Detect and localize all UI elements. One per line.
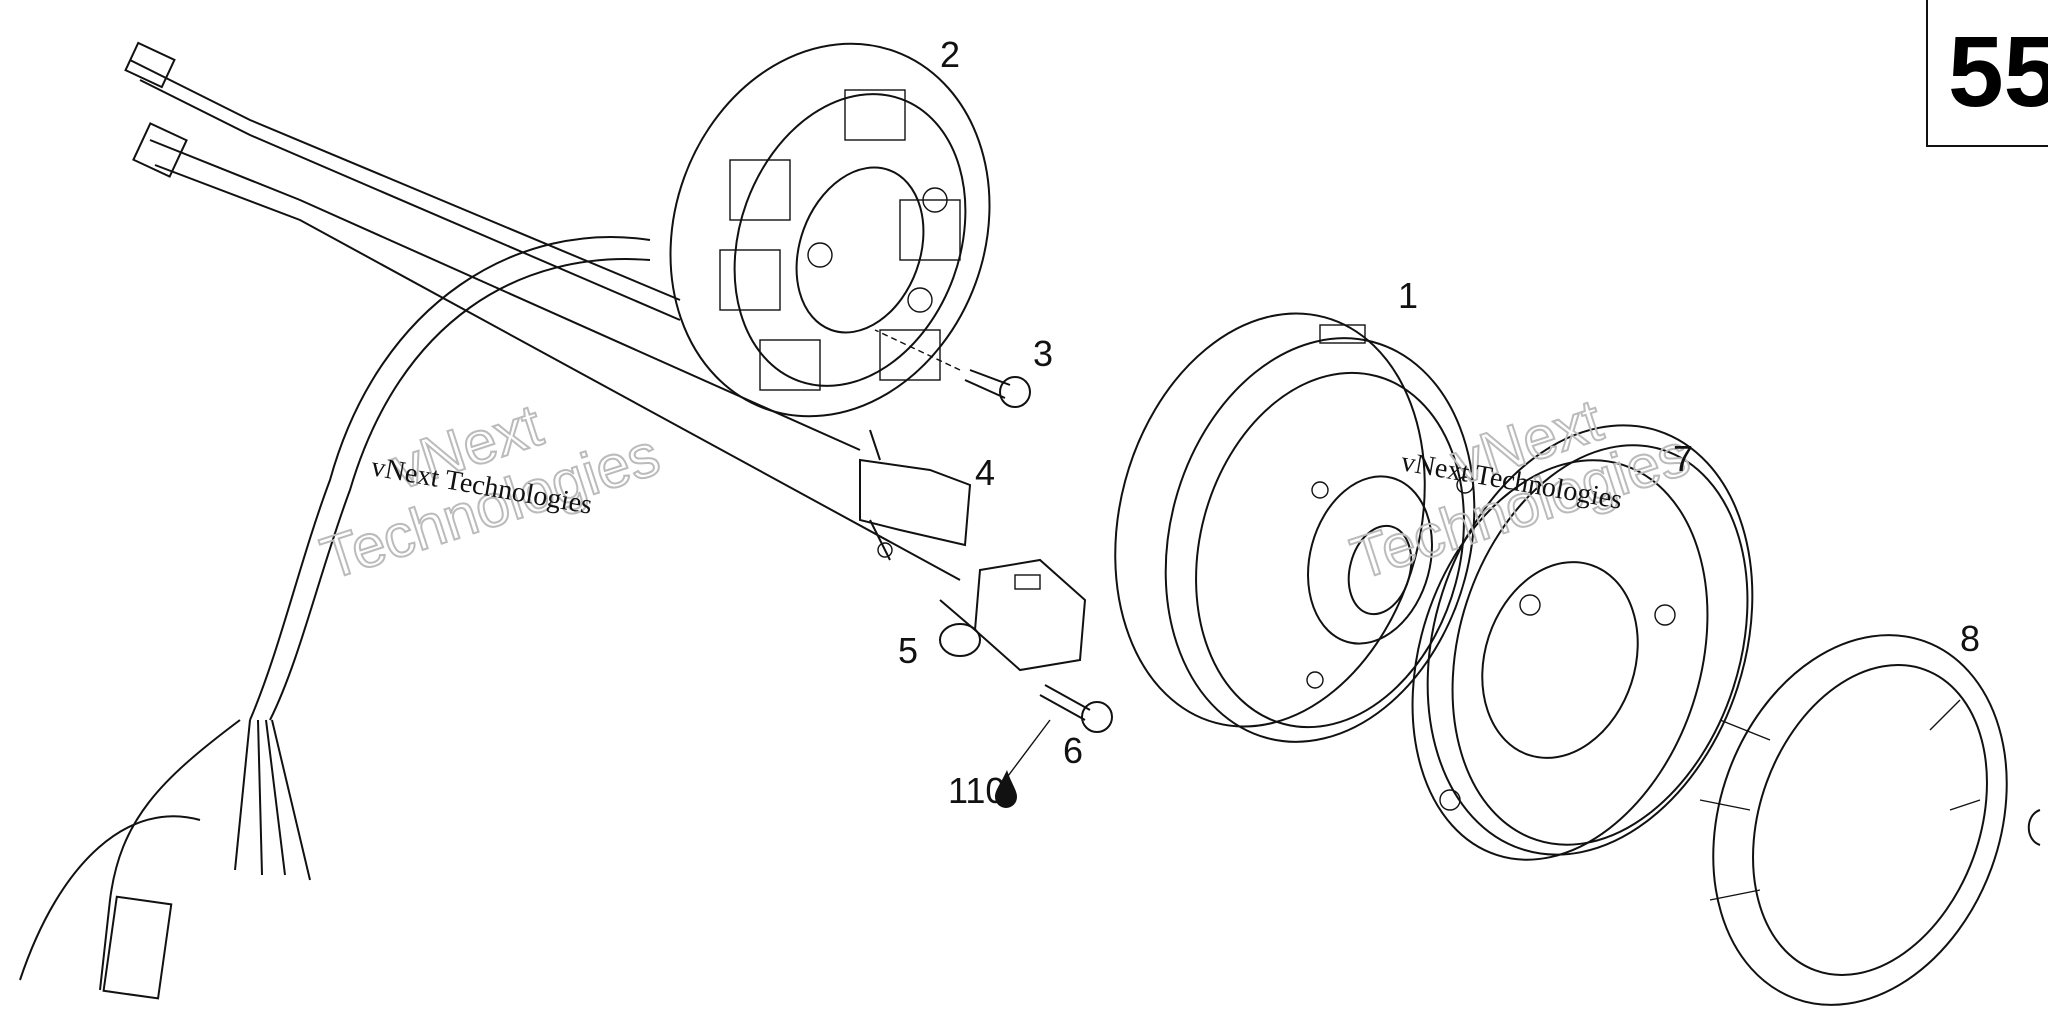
- page-number-box: [1926, 0, 2048, 147]
- trigger-coil: [859, 429, 972, 561]
- callout-6: 6: [1063, 730, 1083, 771]
- stator-screw: [874, 329, 1031, 408]
- wiring-harness: [19, 41, 961, 1000]
- callout-4: 4: [975, 452, 995, 493]
- flange-screw: [1004, 684, 1113, 781]
- page-number: 55: [1948, 16, 2048, 128]
- ring-gear: [1699, 634, 2041, 1006]
- starter-cup: [1411, 424, 1754, 861]
- flywheel: [1114, 312, 1476, 743]
- callout-110: 110: [948, 770, 1005, 811]
- callout-2: 2: [940, 34, 960, 75]
- pickup-coil: [939, 558, 1087, 672]
- callout-7: 7: [1673, 438, 1693, 479]
- stator: [669, 42, 991, 418]
- callout-1: 1: [1398, 275, 1418, 316]
- callout-3: 3: [1033, 333, 1053, 374]
- drop-icon: [995, 770, 1017, 808]
- callout-5: 5: [898, 630, 918, 671]
- callout-8: 8: [1960, 618, 1980, 659]
- watermark: vNext Technologies vNext Technologies vN…: [312, 385, 1698, 593]
